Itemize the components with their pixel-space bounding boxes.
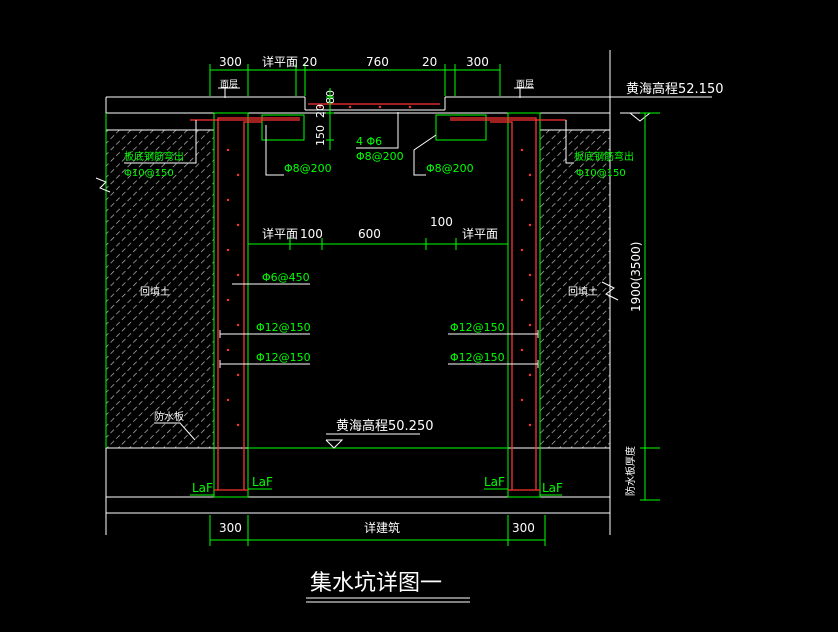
inner-rebar-phi6: Φ6@450 (262, 271, 310, 284)
rebar-lines (190, 103, 566, 491)
top-dimension-line (209, 64, 501, 96)
laf-labels: LaF LaF LaF LaF (192, 475, 563, 495)
elevation-bottom-marker (325, 433, 420, 449)
drawing-title: 集水坑详图一 (310, 571, 442, 596)
rebar-phi8-right: Φ8@200 (426, 162, 474, 175)
mid-dimension-line (247, 238, 509, 250)
backfill-left-hatch (105, 129, 215, 449)
backfill-left-label: 回填土 (140, 285, 170, 298)
top-rebar-leaders (265, 112, 437, 176)
bottom-dimensions-text: 300 详建筑 300 (219, 520, 535, 535)
rebar-4phi6: 4 Φ6 (356, 135, 382, 148)
inner-rebar-leaders (219, 283, 539, 368)
right-wall-note: 板底钢筋弯出 (574, 150, 634, 163)
top-dim-1: 300 (219, 55, 242, 69)
elevation-bottom: 黄海高程50.250 (336, 418, 434, 434)
raft-thickness-label: 防水板厚度 (624, 446, 637, 496)
mid-dim-5: 详平面 (462, 226, 498, 241)
pit-walls (105, 112, 541, 498)
left-wall-rebar: Φ10@150 (124, 168, 174, 179)
elevation-top-marker (610, 96, 712, 122)
slab-dim-lines (326, 88, 334, 150)
mid-dim-3: 600 (358, 227, 381, 241)
top-dim-6: 300 (466, 55, 489, 69)
inner-rebar-labels: Φ6@450 Φ12@150 Φ12@150 Φ12@150 Φ12@150 (256, 271, 505, 364)
surface-leaders (218, 87, 534, 98)
bottom-dim-2: 详建筑 (364, 520, 400, 535)
mid-dimensions-text: 详平面 100 600 100 详平面 (262, 215, 498, 241)
inner-rebar-l1: Φ12@150 (256, 321, 311, 334)
top-dim-4: 760 (366, 55, 389, 69)
elevation-top: 黄海高程52.150 (626, 81, 724, 97)
bottom-dim-1: 300 (219, 521, 242, 535)
slab-dim-150: 150 (314, 125, 327, 146)
top-dim-5: 20 (422, 55, 437, 69)
inner-rebar-l2: Φ12@150 (256, 351, 311, 364)
top-dim-2: 详平面 (262, 54, 298, 69)
laf-right-1: LaF (484, 475, 505, 489)
surface-left-label: 面层 (220, 79, 238, 90)
side-leaders (124, 120, 574, 441)
laf-left-2: LaF (252, 475, 273, 489)
waterproof-label: 防水板 (154, 410, 184, 423)
rebar-dots (226, 105, 532, 427)
title-underline (306, 597, 470, 603)
top-dim-3: 20 (302, 55, 317, 69)
mid-dim-4: 100 (430, 215, 453, 229)
right-vertical-dim (640, 112, 660, 501)
laf-right-2: LaF (542, 481, 563, 495)
slab-dims: 80 20 150 (314, 90, 337, 146)
break-symbols (95, 177, 619, 301)
side-labels: 板底钢筋弯出 Φ10@150 板底钢筋弯出 Φ10@150 回填土 回填土 防水… (124, 150, 634, 423)
right-wall-rebar: Φ10@150 (576, 168, 626, 179)
rebar-phi8-left: Φ8@200 (284, 162, 332, 175)
top-rebar-labels: 4 Φ6 Φ8@200 Φ8@200 Φ8@200 (284, 135, 474, 175)
mid-dim-1: 详平面 (262, 226, 298, 241)
backfill-right-label: 回填土 (568, 285, 598, 298)
backfill-right-hatch (539, 129, 611, 449)
inner-rebar-r1: Φ12@150 (450, 321, 505, 334)
mid-dim-2: 100 (300, 227, 323, 241)
structure-outline (105, 50, 611, 535)
slab-dim-20: 20 (314, 104, 327, 118)
surface-labels: 面层 面层 (220, 79, 534, 90)
laf-marks (190, 488, 562, 496)
laf-left-1: LaF (192, 481, 213, 495)
height-dimension: 1900(3500) (629, 242, 643, 312)
top-dimensions-text: 300 详平面 20 760 20 300 (219, 54, 489, 69)
surface-right-label: 面层 (516, 79, 534, 90)
bottom-dim-3: 300 (512, 521, 535, 535)
bottom-dimension-line (209, 515, 546, 546)
inner-rebar-r2: Φ12@150 (450, 351, 505, 364)
rebar-phi8-mid: Φ8@200 (356, 150, 404, 163)
left-wall-note: 板底钢筋弯出 (124, 150, 184, 163)
